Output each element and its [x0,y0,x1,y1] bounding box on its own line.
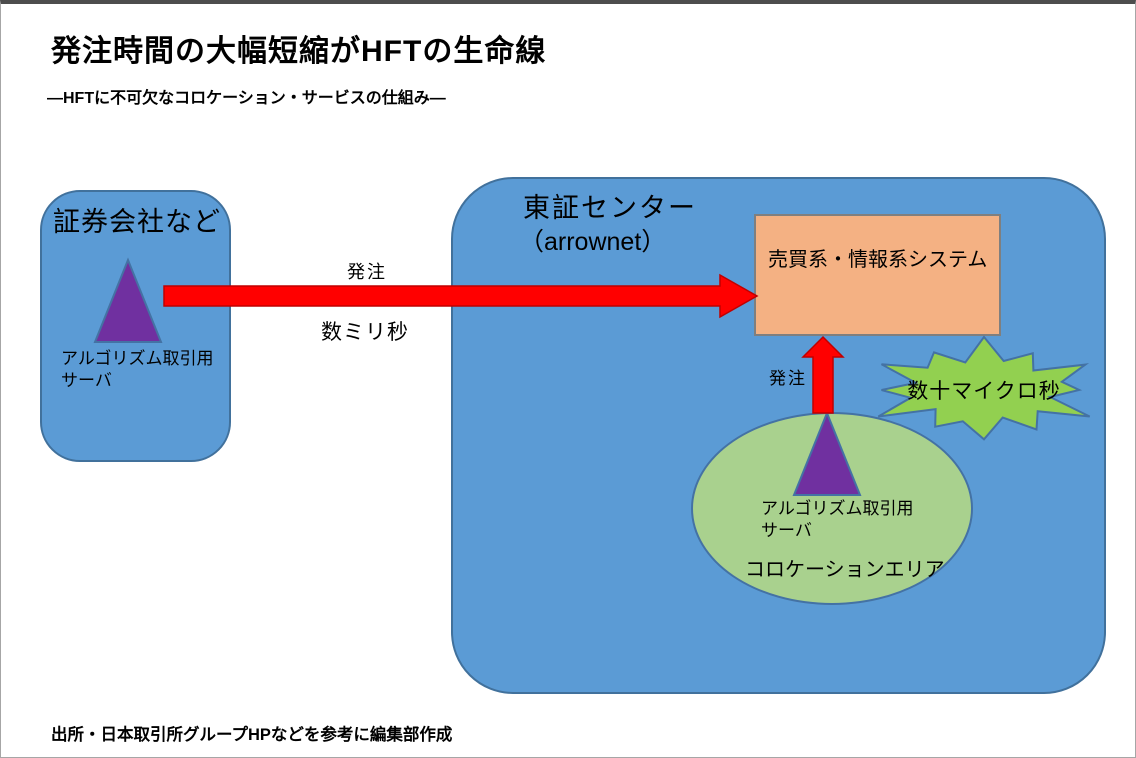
colocation-server-label: アルゴリズム取引用 サーバ [761,498,914,543]
trading-system-box: 売買系・情報系システム [754,214,1001,336]
broker-server-label-line1: アルゴリズム取引用 [61,349,214,368]
broker-server-label-line2: サーバ [61,371,112,391]
tse-center-subtitle: （arrownet） [519,228,667,256]
latency-burst-label: 数十マイクロ秒 [907,380,1061,403]
trading-system-label: 売買系・情報系システム [768,249,988,271]
latency-starburst-icon [877,335,1091,441]
order-label-horizontal: 発注 [347,262,387,282]
colocation-server-triangle-icon [792,410,862,496]
broker-box-title: 証券会社など [53,207,221,237]
page-subtitle: —HFTに不可欠なコロケーション・サービスの仕組み— [47,90,446,107]
broker-server-label: アルゴリズム取引用 サーバ [61,348,214,393]
order-arrow-horizontal [163,273,759,319]
latency-label-milliseconds: 数ミリ秒 [321,321,409,344]
colocation-area-label: コロケーションエリア [745,559,945,581]
tse-center-title: 東証センター [523,193,697,223]
colocation-server-label-line2: サーバ [761,521,812,541]
order-arrow-vertical [801,335,845,414]
source-note: 出所・日本取引所グループHPなどを参考に編集部作成 [51,726,453,744]
broker-server-triangle-icon [93,257,163,343]
page-title: 発注時間の大幅短縮がHFTの生命線 [51,35,547,68]
colocation-server-label-line1: アルゴリズム取引用 [761,499,914,518]
order-label-vertical: 発注 [769,369,807,388]
